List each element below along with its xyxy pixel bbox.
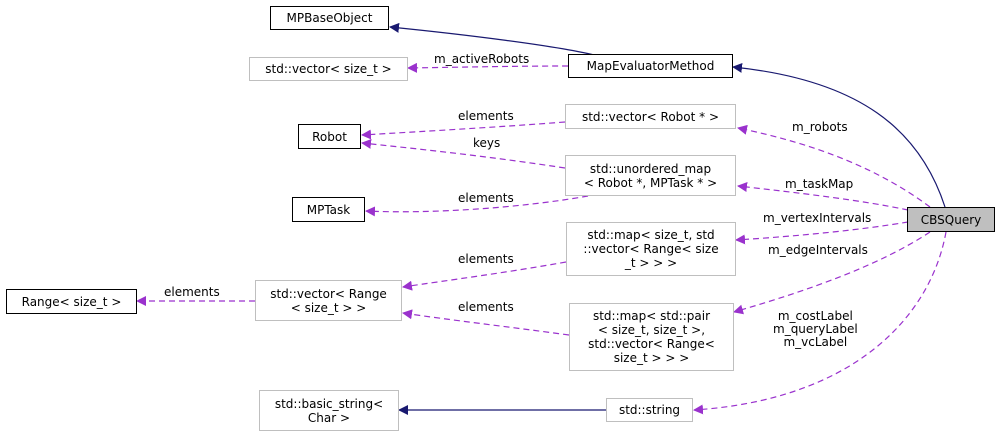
- node-mpbaseobject[interactable]: MPBaseObject: [270, 6, 389, 30]
- node-robot[interactable]: Robot: [298, 124, 361, 149]
- edge-m-taskmap: [737, 182, 909, 211]
- label-elements-vr2: elements: [458, 300, 514, 314]
- label-m-vertexintervals: m_vertexIntervals: [763, 211, 872, 225]
- edge-m-activerobots: [407, 62, 569, 73]
- node-map-pair[interactable]: std::map< std::pair < size_t, size_t >, …: [569, 303, 734, 371]
- label-elements-mptask: elements: [458, 191, 514, 205]
- edge-elements-vr-from-map: [402, 261, 567, 291]
- label-m-activerobots: m_activeRobots: [434, 52, 530, 66]
- node-vector-robot[interactable]: std::vector< Robot * >: [565, 104, 736, 129]
- edge-m-edgeintervals: [733, 231, 931, 315]
- label-m-edgeintervals: m_edgeIntervals: [768, 243, 868, 257]
- node-map-vector-range[interactable]: std::map< size_t, std ::vector< Range< s…: [566, 222, 736, 276]
- node-mapevaluatormethod[interactable]: MapEvaluatorMethod: [568, 54, 733, 78]
- node-unordered-map[interactable]: std::unordered_map < Robot *, MPTask * >: [565, 155, 736, 196]
- label-m-taskmap: m_taskMap: [785, 177, 854, 191]
- label-elements-vr1: elements: [458, 252, 514, 266]
- node-range[interactable]: Range< size_t >: [6, 289, 137, 314]
- node-vector-range[interactable]: std::vector< Range < size_t > >: [255, 280, 402, 321]
- label-string-members: m_costLabel m_queryLabel m_vcLabel: [773, 309, 858, 349]
- edge-m-vertexintervals: [735, 221, 909, 245]
- edge-cbsquery-to-mapevaluatormethod: [732, 62, 946, 208]
- edge-elements-robot: [361, 121, 566, 140]
- label-elements-range: elements: [164, 285, 220, 299]
- edge-elements-vr-from-pair: [402, 309, 570, 336]
- node-cbsquery[interactable]: CBSQuery: [907, 207, 995, 232]
- node-basic-string[interactable]: std::basic_string< Char >: [259, 390, 399, 431]
- edge-elements-mptask: [365, 195, 589, 217]
- edge-m-robots: [737, 124, 931, 208]
- label-m-robots: m_robots: [792, 120, 848, 134]
- label-elements-robot: elements: [458, 109, 514, 123]
- node-mptask[interactable]: MPTask: [292, 197, 365, 222]
- node-string[interactable]: std::string: [606, 398, 693, 422]
- edge-keys: [361, 138, 566, 169]
- edge-string-members: [693, 231, 947, 415]
- node-vector-size-t[interactable]: std::vector< size_t >: [249, 57, 408, 81]
- edge-mapevaluatormethod-to-mpbaseobject: [389, 22, 599, 57]
- label-keys: keys: [473, 136, 501, 150]
